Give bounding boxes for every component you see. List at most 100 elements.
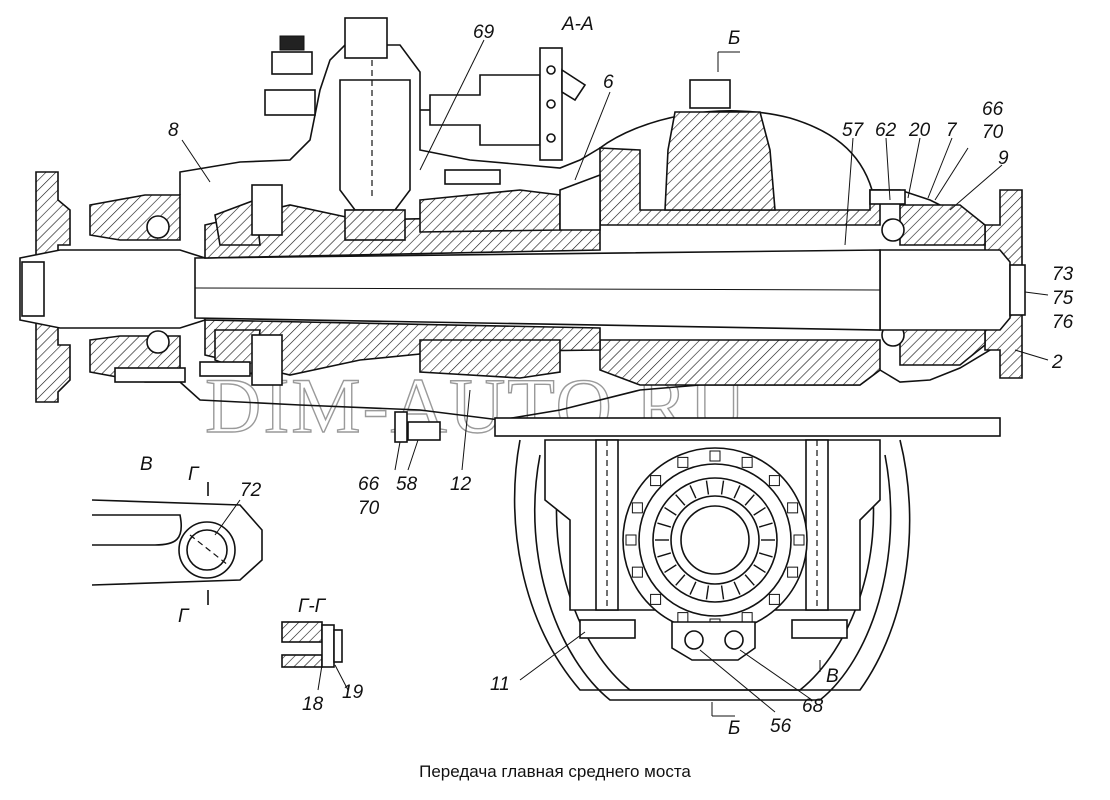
pinion-shaft-housing <box>339 79 411 211</box>
cage-tooth <box>677 456 689 468</box>
view-v-nut-inner <box>186 529 228 571</box>
callout-76: 76 <box>1052 312 1074 333</box>
section-gg-label: Г-Г <box>298 596 327 617</box>
cage-tooth <box>768 593 780 605</box>
callout-19: 19 <box>342 682 364 703</box>
housing-top-cap <box>664 111 776 211</box>
gg-washer <box>321 624 335 668</box>
callout-56: 56 <box>770 716 792 737</box>
lower-tapered-bearing <box>419 339 561 379</box>
actuator-plug <box>561 68 587 102</box>
callout-8: 8 <box>168 120 179 141</box>
actuator-bolt-2 <box>546 99 556 109</box>
cage-tooth <box>677 612 689 624</box>
cage-tooth <box>741 612 753 624</box>
cage-tooth <box>787 502 799 514</box>
section-b-top-label: Б <box>728 28 740 49</box>
bevel-gear-6 <box>559 173 601 231</box>
cage-tooth <box>631 566 643 578</box>
leader-lines <box>181 39 1049 717</box>
callout-75: 75 <box>1052 288 1074 309</box>
section-aa-view <box>19 17 1026 443</box>
bearing-roller <box>705 585 710 600</box>
right-shaft-nut <box>1009 264 1026 316</box>
cage-tooth <box>787 566 799 578</box>
callout-9: 9 <box>998 148 1009 169</box>
lock-actuator <box>429 74 541 146</box>
callout-72: 72 <box>240 480 262 501</box>
callout-20: 20 <box>908 120 931 141</box>
cage-tooth <box>650 593 662 605</box>
ring-gear-arc-inner <box>555 469 875 691</box>
shaft-centerline <box>194 287 881 291</box>
callout-73: 73 <box>1052 264 1074 285</box>
bearing-roller <box>758 522 773 528</box>
callout-66-bottom: 66 <box>358 474 380 495</box>
lower-center-bolt <box>199 361 251 377</box>
bearing-roller <box>675 574 686 586</box>
view-v-inner <box>92 514 182 546</box>
callout-70-top: 70 <box>982 122 1004 143</box>
top-cap-bolt <box>689 79 731 109</box>
section-aa-label: А-А <box>561 14 594 35</box>
bolt-66-70 <box>394 411 408 443</box>
lock-bolt-68a <box>684 630 704 650</box>
bearing-roller <box>657 552 672 558</box>
right-upper-bolt <box>869 189 906 205</box>
bearing-roller <box>664 564 677 574</box>
bearing-roller <box>733 485 741 499</box>
view-v-outline <box>91 499 263 586</box>
diff-pinion-top <box>251 184 283 236</box>
diff-gear-left-top <box>214 198 261 246</box>
left-shaft-nut <box>21 261 45 317</box>
callout-57: 57 <box>842 120 865 141</box>
callout-6: 6 <box>603 72 614 93</box>
callout-11: 11 <box>490 674 510 695</box>
section-g-top-label: Г <box>188 464 200 485</box>
right-bearing-ball-top <box>881 218 905 242</box>
cage-tooth <box>631 502 643 514</box>
bearing-roller <box>758 552 773 558</box>
actuator-bolt-1 <box>546 65 556 75</box>
callout-62: 62 <box>875 120 897 141</box>
bearing-roller <box>720 585 725 600</box>
section-gg <box>281 621 343 668</box>
bearing-roller <box>733 581 741 595</box>
bracket-11-right <box>791 619 848 639</box>
cage-tooth <box>768 475 780 487</box>
lower-left-bolt <box>114 367 186 383</box>
callout-7: 7 <box>946 120 958 141</box>
bearing-roller <box>744 574 755 586</box>
bearing-roller <box>705 480 710 495</box>
bearing-roller <box>744 494 755 506</box>
cage-tooth <box>650 475 662 487</box>
callout-58: 58 <box>396 474 418 495</box>
bearing-rollers <box>625 450 805 630</box>
bearing-roller <box>720 480 725 495</box>
bearing-roller <box>689 581 697 595</box>
cage-tooth <box>709 450 721 462</box>
callout-69: 69 <box>473 22 495 43</box>
housing-wall-bottom <box>599 339 881 386</box>
gg-bottom-part <box>281 654 323 668</box>
left-bearing-ball-bottom <box>146 330 170 354</box>
breather-base <box>264 89 316 116</box>
section-bb-view <box>513 439 911 701</box>
right-shaft-end <box>879 249 1011 331</box>
bracket-11-left <box>579 619 636 639</box>
upper-bolt <box>444 169 501 185</box>
cage-tooth <box>625 534 637 546</box>
carrier-base-plate <box>494 417 1001 437</box>
lock-bolt-68b <box>724 630 744 650</box>
ring-gear-arc-outer <box>533 454 892 701</box>
section-b-bottom-label: Б <box>728 718 740 739</box>
cage-tooth <box>741 456 753 468</box>
callout-70-bottom: 70 <box>358 498 380 519</box>
callout-18: 18 <box>302 694 324 715</box>
gg-nut <box>333 629 343 663</box>
view-v <box>91 482 263 605</box>
bearing-roller <box>664 506 677 516</box>
view-v-arrow-label: В <box>826 666 839 687</box>
callout-2: 2 <box>1051 352 1063 373</box>
